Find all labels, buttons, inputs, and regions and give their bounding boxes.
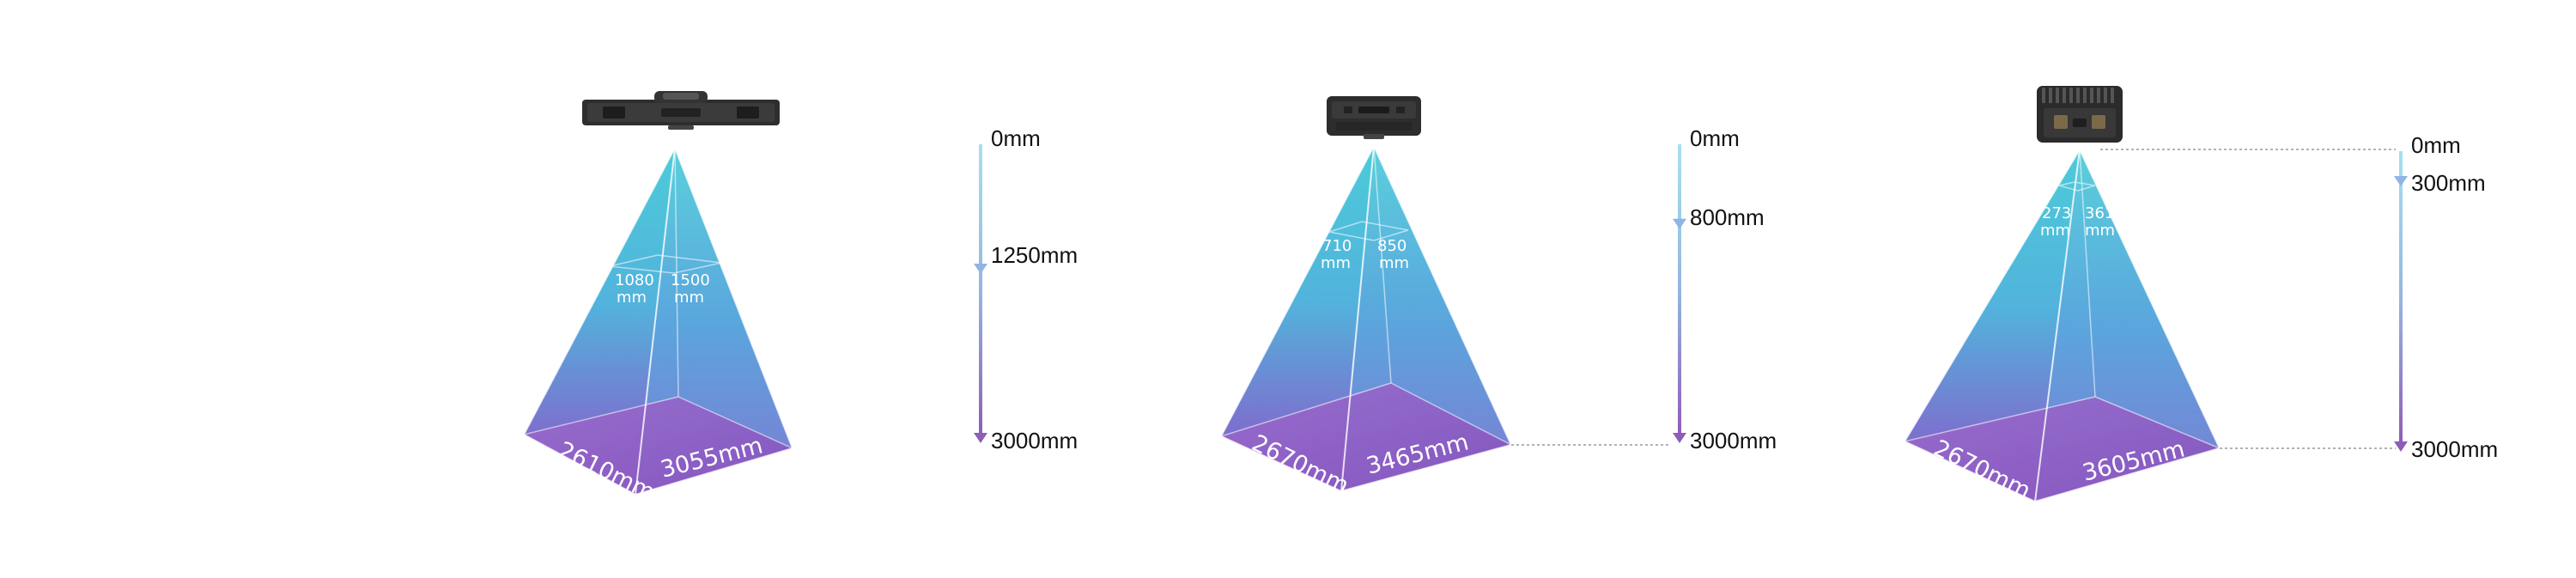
sensor-1-near-depth-unit: mm [674,289,704,307]
stereo-camera-bar-icon [582,91,780,130]
near-arrow-marker [1673,218,1686,229]
sensor-2-near-width: 710 [1322,237,1352,255]
sensor-1-group: 1080 mm 1500 mm 2610mm 3055mm 0mm 1250mm… [523,91,1078,506]
sensor-2-scale-far: 3000mm [1690,428,1777,453]
sensor-3-near-depth-unit: mm [2085,222,2115,240]
depth-scale-line [1678,144,1681,435]
sensor-3-near-depth: 361 [2085,204,2114,222]
far-arrow-head [974,433,987,443]
near-arrow-marker [974,264,987,274]
sensor-2-near-depth: 850 [1377,237,1406,255]
sensor-3-group: 273 mm 361 mm 2670mm 3605mm 0mm 300mm 30… [1904,86,2498,504]
sensor-3-depth-scale [2394,151,2408,452]
sensor-2-scale-start: 0mm [1690,125,1740,151]
sensor-1-scale-far: 3000mm [991,428,1078,453]
sensor-1-scale-near: 1250mm [991,242,1078,268]
sensor-1-near-width-unit: mm [617,289,647,307]
sensor-1-near-width: 1080 [615,271,654,289]
near-arrow-marker [2394,176,2408,186]
sensor-2-near-width-unit: mm [1321,254,1351,272]
sensor-2-depth-scale [1673,144,1686,443]
cube-camera-icon [2037,86,2123,143]
compact-camera-icon [1327,96,1421,139]
sensor-3-near-width-unit: mm [2040,222,2070,240]
sensor-3-scale-start: 0mm [2411,132,2461,158]
sensor-3-scale-near: 300mm [2411,170,2486,196]
far-arrow-head [1673,433,1686,443]
depth-scale-line [979,144,982,435]
depth-scale-line [2399,151,2403,443]
sensor-3-scale-far: 3000mm [2411,436,2498,462]
sensor-2-near-depth-unit: mm [1379,254,1409,272]
far-arrow-head [2394,441,2408,452]
sensor-3-near-width: 273 [2042,204,2071,222]
sensor-2-scale-near: 800mm [1690,204,1765,230]
sensor-1-depth-scale [974,144,987,443]
sensor-1-near-depth: 1500 [671,271,710,289]
sensor-1-scale-start: 0mm [991,125,1041,151]
sensor-2-group: 710 mm 850 mm 2670mm 3465mm 0mm 800mm 30… [1220,96,1777,499]
